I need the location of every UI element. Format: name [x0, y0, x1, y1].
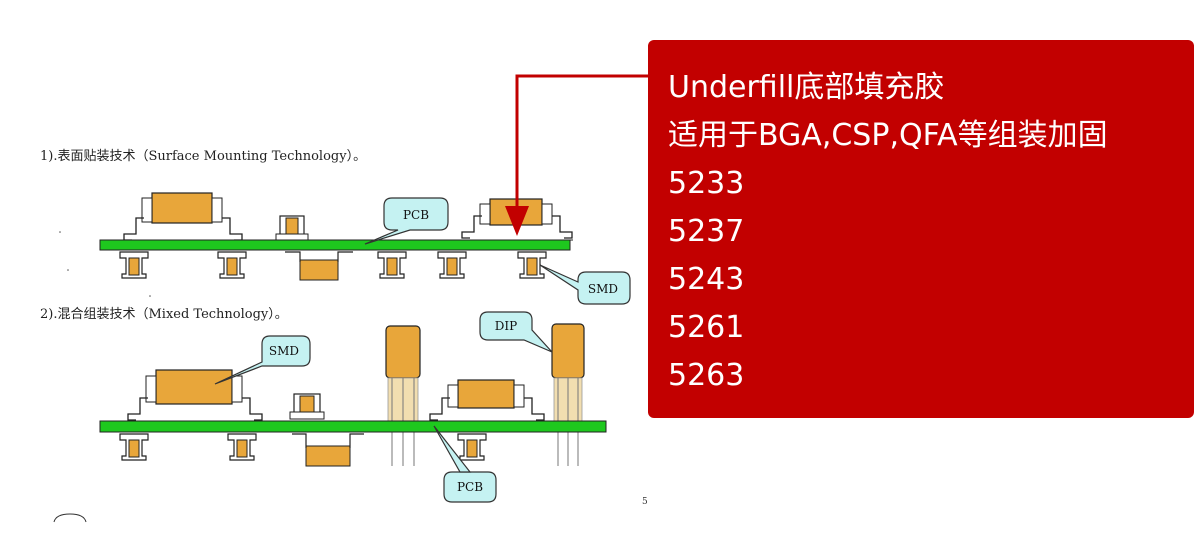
info-line-model: 5237 — [668, 214, 745, 249]
smd-component-mid-mixed — [429, 379, 546, 423]
smd-label-mixed: SMD — [269, 344, 299, 358]
smd-chip-small-top — [275, 215, 309, 241]
info-line-model: 5243 — [668, 262, 745, 297]
smd-component-large-mixed — [127, 369, 264, 423]
dip-callout: DIP — [479, 311, 553, 353]
smd-label-top: SMD — [588, 282, 618, 296]
info-line-title: Underfill底部填充胶 — [668, 70, 945, 105]
smd-under-board-row2 — [119, 433, 487, 467]
smd-chip-small-mixed — [289, 393, 325, 420]
dip-component-1 — [385, 325, 421, 466]
pcb-board-top — [99, 239, 571, 251]
smd-component-large-top — [123, 192, 244, 243]
pcb-callout-mixed: PCB — [433, 425, 497, 503]
info-line-model: 5261 — [668, 310, 745, 345]
pcb-label-top: PCB — [403, 208, 429, 222]
smd-callout-top: SMD — [539, 264, 631, 305]
section2-heading: 2).混合组装技术（Mixed Technology）。 — [40, 307, 288, 322]
section1-heading: 1).表面贴装技术（Surface Mounting Technology）。 — [40, 149, 366, 164]
corner-mark — [53, 513, 87, 523]
underfill-arrow — [505, 74, 660, 236]
dip-label: DIP — [495, 319, 517, 333]
info-line-model: 5263 — [668, 358, 745, 393]
pcb-board-mixed — [99, 420, 607, 433]
pcb-label-mixed: PCB — [457, 480, 483, 494]
pcb-callout-top: PCB — [364, 197, 449, 245]
dip-component-2 — [551, 323, 585, 466]
underfill-info-box: Underfill底部填充胶 适用于BGA,CSP,QFA等组装加固 5233 … — [648, 40, 1194, 418]
info-line-usage: 适用于BGA,CSP,QFA等组装加固 — [668, 118, 1108, 153]
page-number: 5 — [642, 497, 648, 507]
smd-under-board-row1 — [119, 251, 547, 281]
info-line-model: 5233 — [668, 166, 745, 201]
smd-callout-mixed: SMD — [214, 335, 311, 385]
